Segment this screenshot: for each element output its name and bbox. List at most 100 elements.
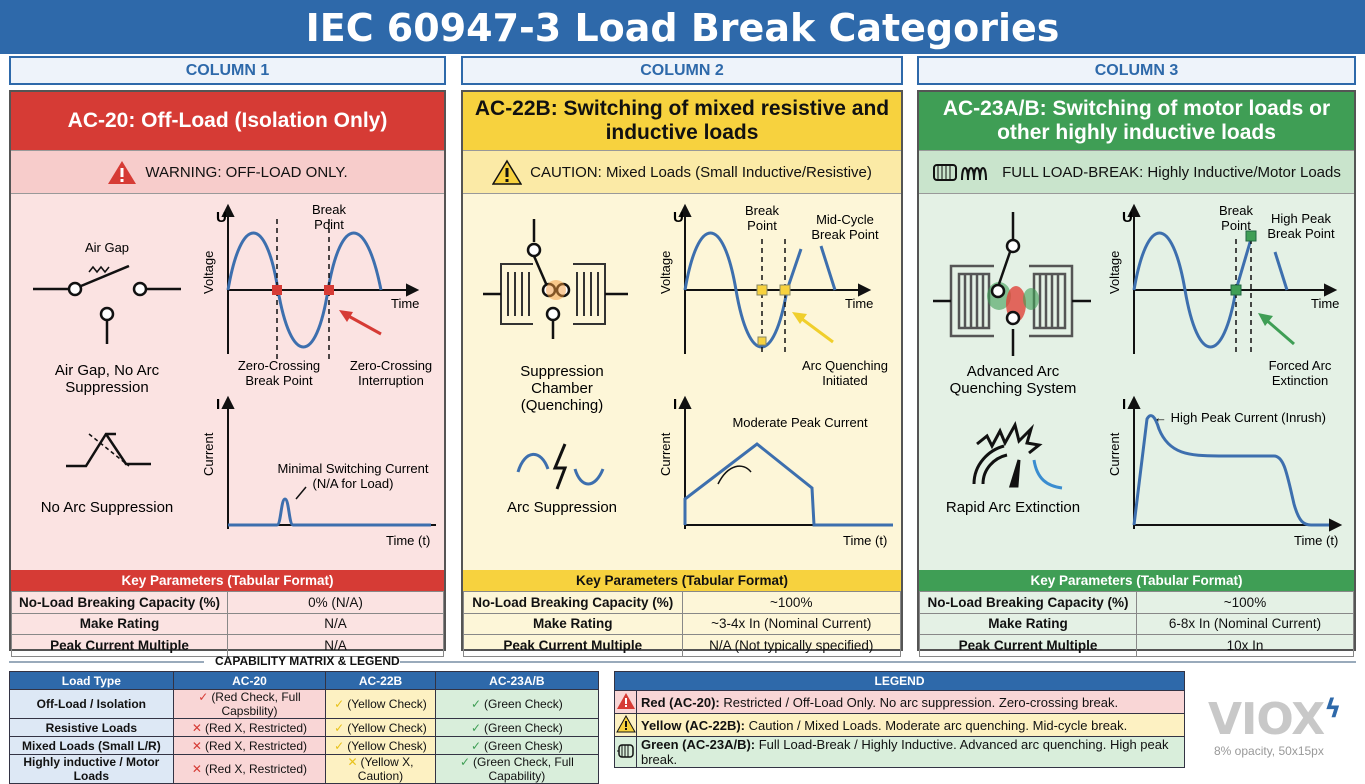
ac20-panel: AC-20: Off-Load (Isolation Only) WARNING… (9, 90, 446, 657)
axis-label: Current (1107, 432, 1122, 476)
check-icon: ✓ (470, 738, 482, 753)
capability-cell: ✓(Yellow Check) (325, 689, 436, 719)
capability-cell: ✓(Yellow Check) (325, 718, 436, 737)
icon-label: Chamber (531, 380, 593, 397)
load-type-cell: Highly inductive / Motor Loads (9, 754, 174, 784)
axis-label: Time (t) (843, 533, 887, 548)
annotation: Moderate Peak Current (732, 415, 868, 430)
column-3-header: COLUMN 3 (917, 56, 1356, 85)
axis-label: Time (845, 296, 873, 311)
voltage-curve (1132, 231, 1289, 349)
annotation: Break (1219, 203, 1253, 218)
matrix-row: Off-Load / Isolation✓(Red Check, Full Ca… (9, 689, 600, 719)
matrix-header-row: Load Type AC-20 AC-22B AC-23A/B (9, 671, 600, 690)
icon-label: Air Gap, No Arc (55, 362, 160, 379)
suppression-chamber-icon (483, 219, 628, 339)
param-value: 6-8x In (Nominal Current) (1136, 612, 1354, 635)
warning-triangle-red-icon (108, 161, 137, 184)
key-params-header: Key Parameters (Tabular Format) (463, 570, 901, 591)
break-point-marker (757, 336, 767, 346)
break-point-marker (779, 284, 791, 296)
break-point-marker (324, 285, 334, 295)
ac20-diagram: Air Gap Air Gap, No Arc Suppression No A… (33, 202, 436, 548)
air-gap-switch-icon (33, 264, 181, 344)
column-2-header: COLUMN 2 (461, 56, 903, 85)
load-type-cell: Off-Load / Isolation (9, 689, 174, 719)
rapid-arc-extinction-icon (972, 420, 1063, 490)
icon-label: Quenching System (950, 380, 1077, 397)
icon-label: Rapid Arc Extinction (946, 499, 1080, 516)
axis-label: Time (t) (386, 533, 430, 548)
ac23-diagram: Advanced Arc Quenching System Rapid Arc … (933, 203, 1343, 548)
icon-label: (Quenching) (521, 397, 604, 414)
col-header: AC-20 (172, 671, 327, 690)
check-icon: ✓ (470, 720, 482, 735)
axis-label: Current (658, 432, 673, 476)
annotation: Minimal Switching Current (278, 461, 429, 476)
axis-label: Time (t) (1294, 533, 1338, 548)
matrix-row: Mixed Loads (Small L/R)✕(Red X, Restrict… (9, 736, 600, 755)
break-point-marker (1230, 284, 1242, 296)
param-name: Peak Current Multiple (919, 634, 1137, 657)
no-arc-symbol-icon (66, 432, 151, 468)
axis-label: Voltage (1107, 251, 1122, 294)
legend-table: LEGEND Red (AC-20): Restricted / Off-Loa… (614, 671, 1185, 768)
annotation: Arc Quenching (802, 358, 888, 373)
arrow-icon (797, 314, 834, 344)
axis-label: I (673, 396, 677, 413)
annotation: Break (745, 203, 779, 218)
capability-text: (Green Chesk) (484, 738, 563, 753)
annotation: ← High Peak Current (Inrush) (1154, 410, 1326, 425)
legend-item: Green (AC-23A/B): Full Load-Break / High… (614, 736, 1185, 768)
param-name: No-Load Breaking Capacity (%) (11, 591, 228, 614)
ac22b-title: AC-22B: Switching of mixed resistive and… (463, 92, 901, 150)
param-name: Peak Current Multiple (463, 634, 683, 657)
voltage-curve (683, 231, 837, 349)
logo-text: VIOX (1208, 694, 1325, 745)
legend-description: Full Load-Break / Highly Inductive. Adva… (641, 737, 1169, 767)
annotation: Break Point (1267, 226, 1335, 241)
capability-text: (Yellow Check) (347, 697, 427, 711)
annotation: Interruption (358, 373, 424, 388)
advanced-arc-quenching-icon (933, 212, 1091, 356)
load-type-cell: Mixed Loads (Small L/R) (9, 736, 174, 755)
param-name: No-Load Breaking Capacity (%) (919, 591, 1137, 614)
legend-description: Caution / Mixed Loads. Moderate arc quen… (745, 717, 1128, 733)
axis-label: I (1122, 396, 1126, 413)
check-icon: ✓ (198, 690, 209, 704)
axis-label: U (673, 209, 684, 226)
icon-label: Arc Suppression (507, 499, 617, 516)
param-value: N/A (227, 612, 444, 635)
icon-label: Suppression (65, 379, 148, 396)
param-name: Peak Current Multiple (11, 634, 228, 657)
capability-text: (Red X, Restricted) (204, 720, 308, 735)
param-value: N/A (Not typically specified) (681, 634, 901, 657)
viox-logo: VIOXϟ (1208, 694, 1341, 745)
axis-label: Current (201, 432, 216, 476)
capability-cell: ✓(Green Check) (434, 718, 600, 737)
ac20-title: AC-20: Off-Load (Isolation Only) (11, 92, 444, 150)
ac22b-diagram: Suppression Chamber (Quenching) Arc Supp… (483, 203, 893, 548)
ac20-banner: WARNING: OFF-LOAD ONLY. (11, 150, 444, 194)
ac23-panel: AC-23A/B: Switching of motor loads or ot… (917, 90, 1356, 657)
divider (400, 661, 1356, 663)
capability-text: (Green Check) (484, 697, 563, 711)
capability-cell: ✕(Red X, Restricted) (172, 736, 327, 755)
capability-cell: ✓(Green Chesk) (434, 736, 600, 755)
column-1-header: COLUMN 1 (9, 56, 446, 85)
axis-label: Voltage (201, 251, 216, 294)
axis-label: U (1122, 209, 1133, 226)
col-header: AC-22B (325, 671, 436, 690)
ac22b-banner: CAUTION: Mixed Loads (Small Inductive/Re… (463, 150, 901, 194)
legend-label: Green (AC-23A/B): (641, 737, 756, 752)
annotation: Break Point (245, 373, 313, 388)
capability-cell: ✓(Yellow Chesk) (325, 736, 436, 755)
annotation: Break (312, 202, 346, 217)
capability-cell: ✓(Green Check, Full Capability) (434, 754, 600, 784)
icon-label: Suppression (520, 363, 603, 380)
annotation: Zero-Crossing (238, 358, 320, 373)
legend-text: Yellow (AC-22B): Caution / Mixed Loads. … (636, 713, 1185, 737)
